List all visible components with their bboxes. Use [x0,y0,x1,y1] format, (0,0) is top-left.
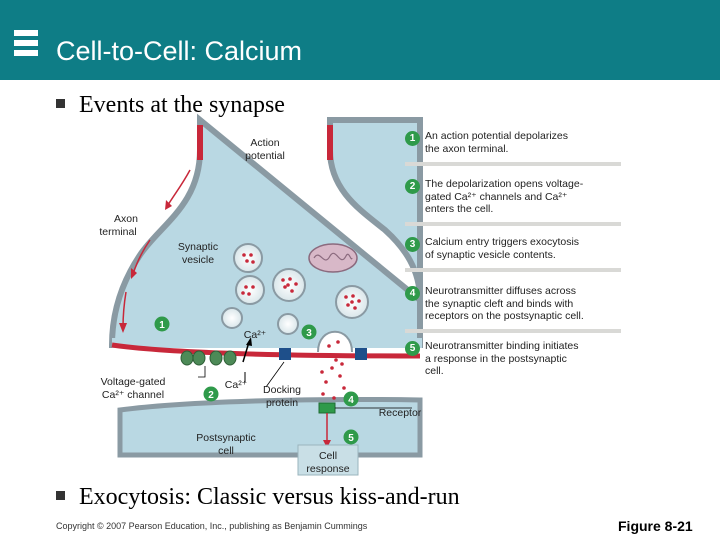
channel-half [223,350,237,366]
arrow-head [165,200,172,210]
cell-response-box [297,444,359,476]
step-number: 2 [405,179,420,194]
arrow-head [119,323,127,333]
bullet-text: Exocytosis: Classic versus kiss-and-run [79,484,460,510]
step-text: Calcium entry triggers exocytosis of syn… [425,236,580,261]
receptor [318,402,336,414]
figure-label: Figure 8-21 [618,518,693,534]
leader-lines [198,361,412,409]
voltage-channel-label: Ca²⁺ channel [102,389,164,401]
vesicle [221,307,243,329]
marker-number: 4 [348,395,354,406]
synaptic-vesicle-label: Synaptic [178,241,218,253]
ca-entry-arrow-head [246,337,252,346]
vesicle [233,243,263,273]
channel-half [192,350,206,366]
docking-protein-label: protein [266,397,298,409]
docking-protein-label: Docking [263,384,301,396]
response-arrow-head [323,440,331,448]
marker-1 [154,316,170,332]
ca-top-label: Ca²⁺ [244,329,267,341]
terminal-fill-edge [112,338,422,348]
bullet-square-icon [56,98,65,108]
marker-3 [301,324,317,340]
marker-number: 3 [306,328,312,339]
docking-proteins [279,348,367,360]
title-bar: Cell-to-Cell: Calcium [0,0,720,80]
neurotransmitter-dots [241,253,361,310]
marker-numbers: 1 2 3 4 5 [159,320,354,444]
bullet-text: Events at the synapse [79,92,285,118]
copyright-text: Copyright © 2007 Pearson Education, Inc.… [56,521,368,531]
mitochondrion [308,243,358,273]
bullet-synapse: Events at the synapse [56,92,285,119]
arrow-head [131,268,137,279]
cell-response-label: Cell [319,450,337,462]
bullet-square-icon [56,490,65,500]
docking-protein [355,348,367,360]
channel-half [180,350,194,366]
postsynaptic-cell-label: cell [218,445,234,457]
cell-response-label: response [306,463,349,475]
vesicle [235,275,265,305]
voltage-channel-label: Voltage-gated [101,376,166,388]
step-text: Neurotransmitter binding initiates a res… [425,340,579,377]
action-potential-label: Action [250,137,279,149]
step-number: 4 [405,286,420,301]
marker-2 [203,386,219,402]
fusing-vesicle [317,330,353,353]
step-number: 1 [405,131,420,146]
menu-icon [14,30,38,64]
ca-bottom-label: Ca²⁺ [225,379,248,391]
axon-terminal-label: Axon [114,213,138,225]
step-text: The depolarization opens voltage- gated … [425,178,584,215]
slide-title: Cell-to-Cell: Calcium [56,36,303,66]
diagram-labels: Action potential Axon terminal Synaptic … [99,137,421,475]
marker-number: 5 [348,433,354,444]
marker-5 [343,429,359,445]
receptor-label: Receptor [379,407,422,419]
mitochondrion-cristae [313,252,353,261]
marker-number: 1 [159,320,165,331]
arrow [167,169,191,206]
step-divider [405,329,621,333]
action-potential-label: potential [245,150,285,162]
synaptic-vesicle-label: vesicle [182,254,214,266]
vesicle [277,313,299,335]
marker-4 [343,391,359,407]
step-divider [405,222,621,226]
channel-half [209,350,223,366]
marker-number: 2 [208,390,214,401]
postsynaptic-cell-label: Postsynaptic [196,432,256,444]
ca-entry-arrow [242,341,250,363]
step-number: 5 [405,341,420,356]
step-divider [405,268,621,272]
leader-line [198,366,206,378]
step-number: 3 [405,237,420,252]
step-markers [154,316,359,445]
voltage-gated-channels [180,350,237,366]
step-text: An action potential depolarizes the axon… [425,130,569,155]
released-neurotransmitter [320,340,346,400]
arrow-heads [119,200,172,333]
leader-line [265,361,285,388]
step-text: Neurotransmitter diffuses across the syn… [425,285,584,322]
axon-terminal-label: terminal [99,226,136,238]
bullet-exocytosis: Exocytosis: Classic versus kiss-and-run [56,484,460,511]
step-divider [405,162,621,166]
docking-protein [279,348,291,360]
